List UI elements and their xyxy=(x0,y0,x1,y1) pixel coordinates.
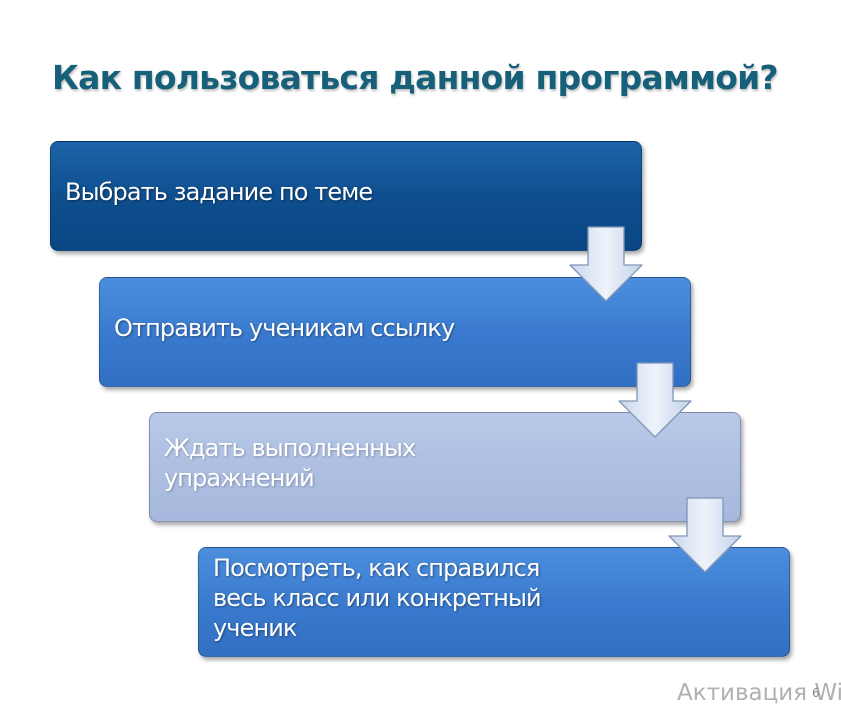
down-arrow-icon xyxy=(665,496,745,576)
down-arrow-icon xyxy=(615,361,695,441)
slide-title: Как пользоваться данной программой? xyxy=(52,58,779,97)
process-step-3: Ждать выполненных упражнений xyxy=(149,412,741,522)
slide-number: 6 xyxy=(812,686,820,700)
process-step-1: Выбрать задание по теме xyxy=(50,141,642,251)
process-step-3-text: Ждать выполненных упражнений xyxy=(164,434,416,492)
process-step-2: Отправить ученикам ссылку xyxy=(99,277,691,387)
process-step-4: Посмотреть, как справился весь класс или… xyxy=(198,547,790,657)
activation-watermark: Активация Wir xyxy=(677,680,841,706)
process-step-1-text: Выбрать задание по теме xyxy=(65,178,373,206)
process-step-2-text: Отправить ученикам ссылку xyxy=(114,314,455,342)
process-step-4-text: Посмотреть, как справился весь класс или… xyxy=(213,554,542,642)
down-arrow-icon xyxy=(566,225,646,305)
